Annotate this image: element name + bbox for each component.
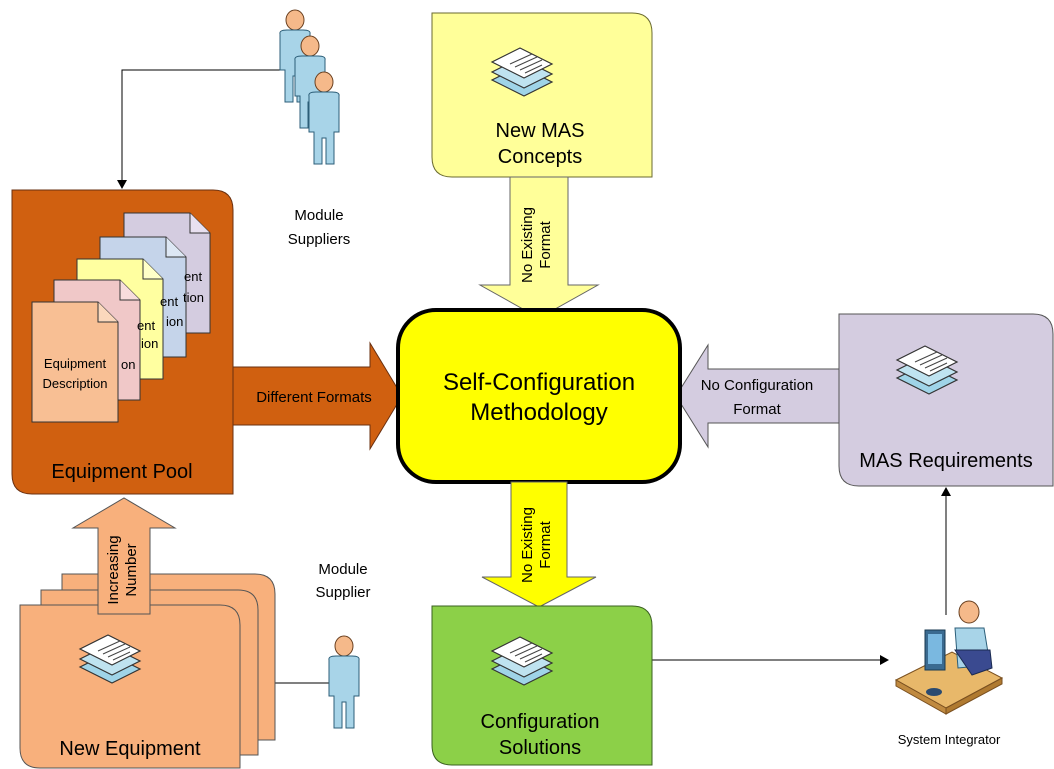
arrow-bottom-line1: No Existing	[519, 507, 536, 583]
new-equipment-box: New Equipment	[19, 573, 276, 769]
system-integrator-actor: System Integrator	[894, 600, 1004, 747]
arrow-bottom-line2: Format	[537, 520, 554, 568]
arrow-right-line2: Format	[733, 401, 781, 418]
arrow-top-line1: No Existing	[519, 207, 536, 283]
new-equipment-label: New Equipment	[59, 738, 201, 760]
equipment-description-line1: Equipment	[44, 356, 107, 371]
arrow-methodology-to-solutions: No Existing Format	[481, 481, 597, 608]
connector-suppliers-to-pool	[117, 69, 282, 189]
arrow-pool-to-methodology: Different Formats	[232, 341, 403, 451]
back-doc-fragment-6: ion	[141, 336, 158, 351]
configuration-solutions-box: Configuration Solutions	[431, 605, 653, 766]
methodology-line1: Self-Configuration	[443, 369, 635, 396]
configuration-solutions-line2: Solutions	[499, 737, 581, 759]
self-configuration-methodology-box: Self-Configuration Methodology	[396, 308, 682, 484]
module-suppliers-actor: Module Suppliers	[279, 9, 351, 248]
arrow-up-line1: Increasing	[105, 535, 122, 604]
back-doc-fragment-2: tion	[183, 290, 204, 305]
mas-requirements-box: MAS Requirements	[838, 313, 1054, 487]
connector-integrator-to-requirements	[941, 487, 951, 615]
back-doc-fragment-7: on	[121, 357, 135, 372]
new-mas-concepts-line2: Concepts	[498, 146, 583, 168]
arrow-new-equipment-to-pool: Increasing Number	[71, 497, 177, 615]
configuration-solutions-line1: Configuration	[481, 711, 600, 733]
equipment-pool-box: ent tion ent ion ent ion on Equipment De…	[11, 189, 234, 495]
module-supplier-line1: Module	[318, 561, 367, 578]
equipment-description-line2: Description	[42, 376, 107, 391]
back-doc-fragment-3: ent	[160, 294, 178, 309]
module-suppliers-line2: Suppliers	[288, 231, 351, 248]
equipment-pool-label: Equipment Pool	[51, 461, 192, 483]
arrow-left-label: Different Formats	[256, 389, 372, 406]
arrow-requirements-to-methodology: No Configuration Format	[675, 343, 840, 449]
back-doc-fragment-4: ion	[166, 314, 183, 329]
methodology-line2: Methodology	[470, 399, 607, 426]
new-mas-concepts-box: New MAS Concepts	[431, 12, 653, 178]
equipment-descriptions-stack: ent tion ent ion ent ion on Equipment De…	[31, 212, 211, 423]
module-supplier-line2: Supplier	[315, 584, 370, 601]
arrow-up-line2: Number	[123, 543, 140, 596]
arrow-right-line1: No Configuration	[701, 377, 814, 394]
module-suppliers-line1: Module	[294, 207, 343, 224]
back-doc-fragment-1: ent	[184, 269, 202, 284]
connector-solutions-to-integrator	[652, 655, 889, 665]
arrow-concepts-to-methodology: No Existing Format	[478, 176, 600, 319]
new-mas-concepts-line1: New MAS	[496, 120, 585, 142]
back-doc-fragment-5: ent	[137, 318, 155, 333]
module-supplier-actor: Module Supplier	[315, 561, 371, 729]
mas-requirements-label: MAS Requirements	[859, 450, 1032, 472]
person-icon	[328, 635, 360, 729]
workstation-icon	[894, 600, 1004, 715]
arrow-top-line2: Format	[537, 220, 554, 268]
system-integrator-label: System Integrator	[898, 732, 1001, 747]
